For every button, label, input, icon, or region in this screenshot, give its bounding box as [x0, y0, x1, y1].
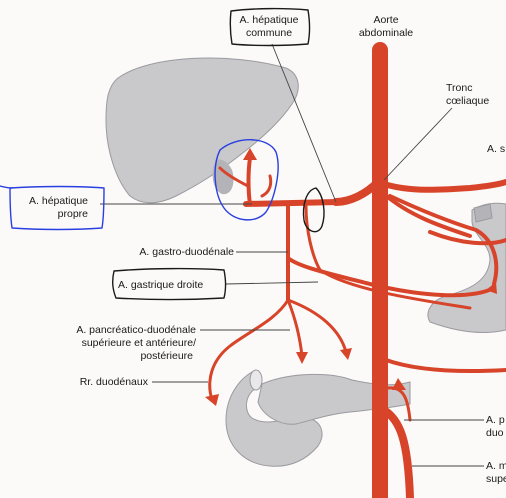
- arteries: [208, 42, 506, 498]
- splenic-artery: [381, 179, 506, 193]
- gallbladder: [212, 159, 234, 195]
- duodenal-right-branch: [384, 358, 506, 373]
- leader-lines: [100, 43, 484, 467]
- splenic-branch-lower: [428, 230, 506, 246]
- stroke-hepatique-propre-tail: [0, 185, 13, 189]
- label-pancreatico-3: postérieure: [140, 350, 193, 362]
- circle-origin-gastrique: [302, 187, 325, 233]
- label-hepatique-propre-2: propre: [58, 208, 89, 220]
- handwritten-annotations: [0, 7, 325, 301]
- label-pancreatico-1: A. pancréatico-duodénale: [76, 324, 196, 336]
- pancreaticoduodenal-3: [286, 298, 348, 354]
- label-gastrique-droite: A. gastrique droite: [118, 279, 203, 291]
- liver: [105, 57, 299, 204]
- label-right-bottom-2a: A. m: [486, 460, 506, 472]
- label-hepatique-propre-1: A. hépatique: [29, 195, 88, 207]
- label-right-bottom-1a: A. p: [486, 414, 505, 426]
- gastric-curvature-artery: [382, 192, 472, 238]
- box-hepatique-propre: [9, 185, 105, 231]
- organs: [105, 57, 506, 467]
- label-tronc-1: Tronc: [446, 82, 472, 94]
- lower-duodenal-branch: [386, 386, 412, 422]
- esophagus-stump: [473, 203, 493, 223]
- label-aorte-1: Aorte: [373, 14, 398, 26]
- duodenal-lumen: [249, 369, 263, 391]
- duodenum: [225, 371, 323, 467]
- gastro-omental-artery: [286, 256, 496, 298]
- box-hepatique-commune: [229, 7, 311, 47]
- proper-hepatic-artery: [246, 156, 252, 206]
- gallbladder-branch: [260, 174, 273, 198]
- label-hepatique-commune-1: A. hépatique: [240, 14, 299, 26]
- common-hepatic-artery: [243, 199, 341, 207]
- arrow-pancreatico-1: [296, 352, 308, 364]
- arrow-gastric: [486, 282, 497, 294]
- arrow-rr-duodenaux: [205, 394, 219, 406]
- label-right-bottom-2b: supe: [486, 473, 506, 485]
- arrow-duodenal-lower: [392, 378, 406, 390]
- labels: A. hépatique commune Aorte abdominale Tr…: [29, 14, 506, 485]
- arrow-pancreatico-2: [340, 348, 352, 360]
- leader-tronc: [383, 107, 453, 181]
- circle-hepatic-branches: [214, 139, 279, 221]
- left-gastric-branch: [388, 194, 499, 286]
- label-right-bottom-1b: duo: [486, 427, 504, 439]
- leader-gastrique-droite: [225, 281, 319, 285]
- hepatic-branch: [218, 166, 250, 188]
- arrowheads: [205, 148, 497, 406]
- leader-hepatique-commune: [271, 43, 337, 203]
- superior-mesenteric-artery: [380, 406, 414, 498]
- arrow-hepatic: [243, 148, 257, 160]
- label-hepatique-commune-2: commune: [246, 27, 292, 39]
- pancreaticoduodenal-2: [286, 298, 304, 358]
- label-tronc-2: cœliaque: [446, 95, 489, 107]
- label-rr-duodenaux: Rr. duodénaux: [80, 376, 149, 388]
- label-pancreatico-2: supérieure et antérieure/: [82, 337, 196, 349]
- box-gastrique-droite: [111, 267, 227, 301]
- pancreaticoduodenal-1: [208, 298, 290, 402]
- label-gastro-duodenale: A. gastro-duodénale: [139, 246, 234, 258]
- label-splenique-partial: A. s: [487, 143, 505, 155]
- label-aorte-2: abdominale: [359, 27, 413, 39]
